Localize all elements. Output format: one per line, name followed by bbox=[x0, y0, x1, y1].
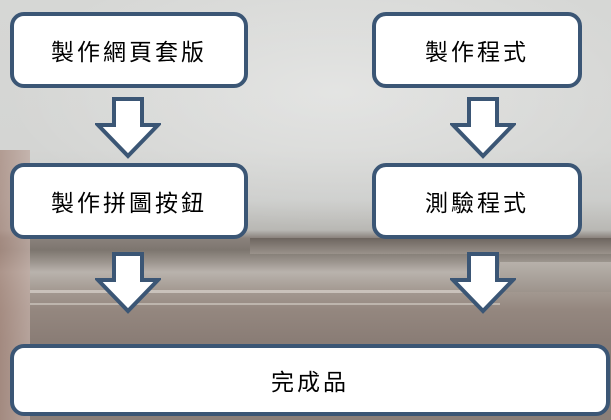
step-label-web-template: 製作網頁套版 bbox=[51, 40, 207, 66]
step-box-web-template: 製作網頁套版 bbox=[10, 12, 248, 88]
down-arrow-icon bbox=[95, 97, 161, 159]
background-railing bbox=[30, 290, 500, 293]
down-arrow-icon bbox=[450, 252, 516, 314]
background-roof bbox=[500, 262, 611, 292]
step-label-program: 製作程式 bbox=[425, 40, 529, 66]
step-label-test-program: 測驗程式 bbox=[425, 191, 529, 217]
down-arrow-icon bbox=[95, 252, 161, 314]
step-box-puzzle-button: 製作拼圖按鈕 bbox=[10, 163, 248, 239]
step-box-final-product: 完成品 bbox=[10, 344, 610, 416]
step-box-program: 製作程式 bbox=[372, 12, 582, 88]
background-roof-eave bbox=[250, 238, 611, 254]
background-railing bbox=[30, 303, 500, 305]
step-label-final-product: 完成品 bbox=[271, 370, 349, 396]
step-label-puzzle-button: 製作拼圖按鈕 bbox=[51, 191, 207, 217]
down-arrow-icon bbox=[450, 97, 516, 159]
step-box-test-program: 測驗程式 bbox=[372, 163, 582, 239]
